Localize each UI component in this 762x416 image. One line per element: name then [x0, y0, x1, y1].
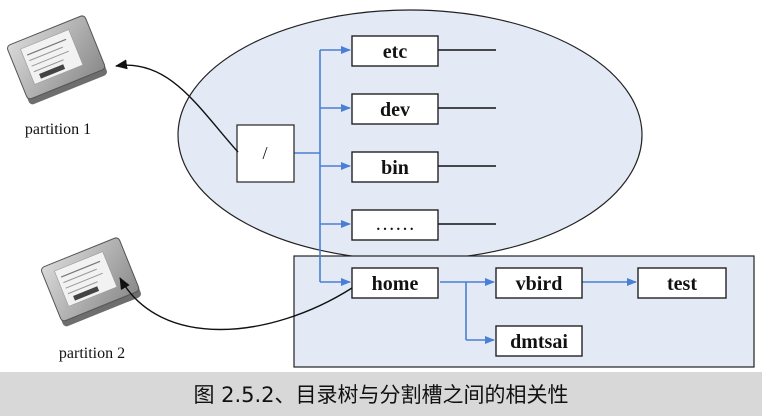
root-connectors: [294, 46, 637, 344]
diagram-svg: / etc dev bin …… home vbird test dmtsai: [7, 9, 755, 368]
caption-bar: 图 2.5.2、目录树与分割槽之间的相关性: [0, 372, 762, 416]
dir-home-label: home: [372, 273, 419, 295]
figure-caption: 图 2.5.2、目录树与分割槽之间的相关性: [193, 383, 569, 407]
partition-1-label: partition 1: [25, 121, 91, 138]
dir-dmtsai-label: dmtsai: [510, 331, 568, 353]
mount-arrow-root-to-partition-1: [115, 59, 239, 153]
root-label: /: [262, 143, 267, 163]
dir-dev: dev: [351, 93, 439, 125]
hard-disk-1-icon: [7, 15, 107, 105]
dir-dev-label: dev: [380, 99, 410, 121]
dir-vbird-label: vbird: [516, 273, 563, 295]
branch-stubs: [438, 49, 496, 225]
dir-home: home: [351, 267, 439, 299]
partition-2-label: partition 2: [59, 345, 125, 362]
dir-test-label: test: [667, 273, 697, 295]
dir-vbird: vbird: [495, 267, 583, 299]
dir-more-label: ……: [375, 213, 415, 235]
dir-dmtsai: dmtsai: [495, 325, 583, 357]
dir-bin-label: bin: [381, 157, 409, 179]
dir-bin: bin: [351, 151, 439, 183]
mount-arrow-home-to-partition-2: [119, 277, 353, 331]
dir-test: test: [637, 267, 727, 299]
root-directory-node: /: [236, 124, 295, 183]
diagram-canvas: / etc dev bin …… home vbird test dmtsai: [7, 9, 755, 368]
hard-disk-2-icon: [41, 237, 141, 327]
dir-more: ……: [351, 209, 439, 241]
dir-etc-label: etc: [383, 41, 408, 63]
dir-etc: etc: [351, 35, 439, 67]
